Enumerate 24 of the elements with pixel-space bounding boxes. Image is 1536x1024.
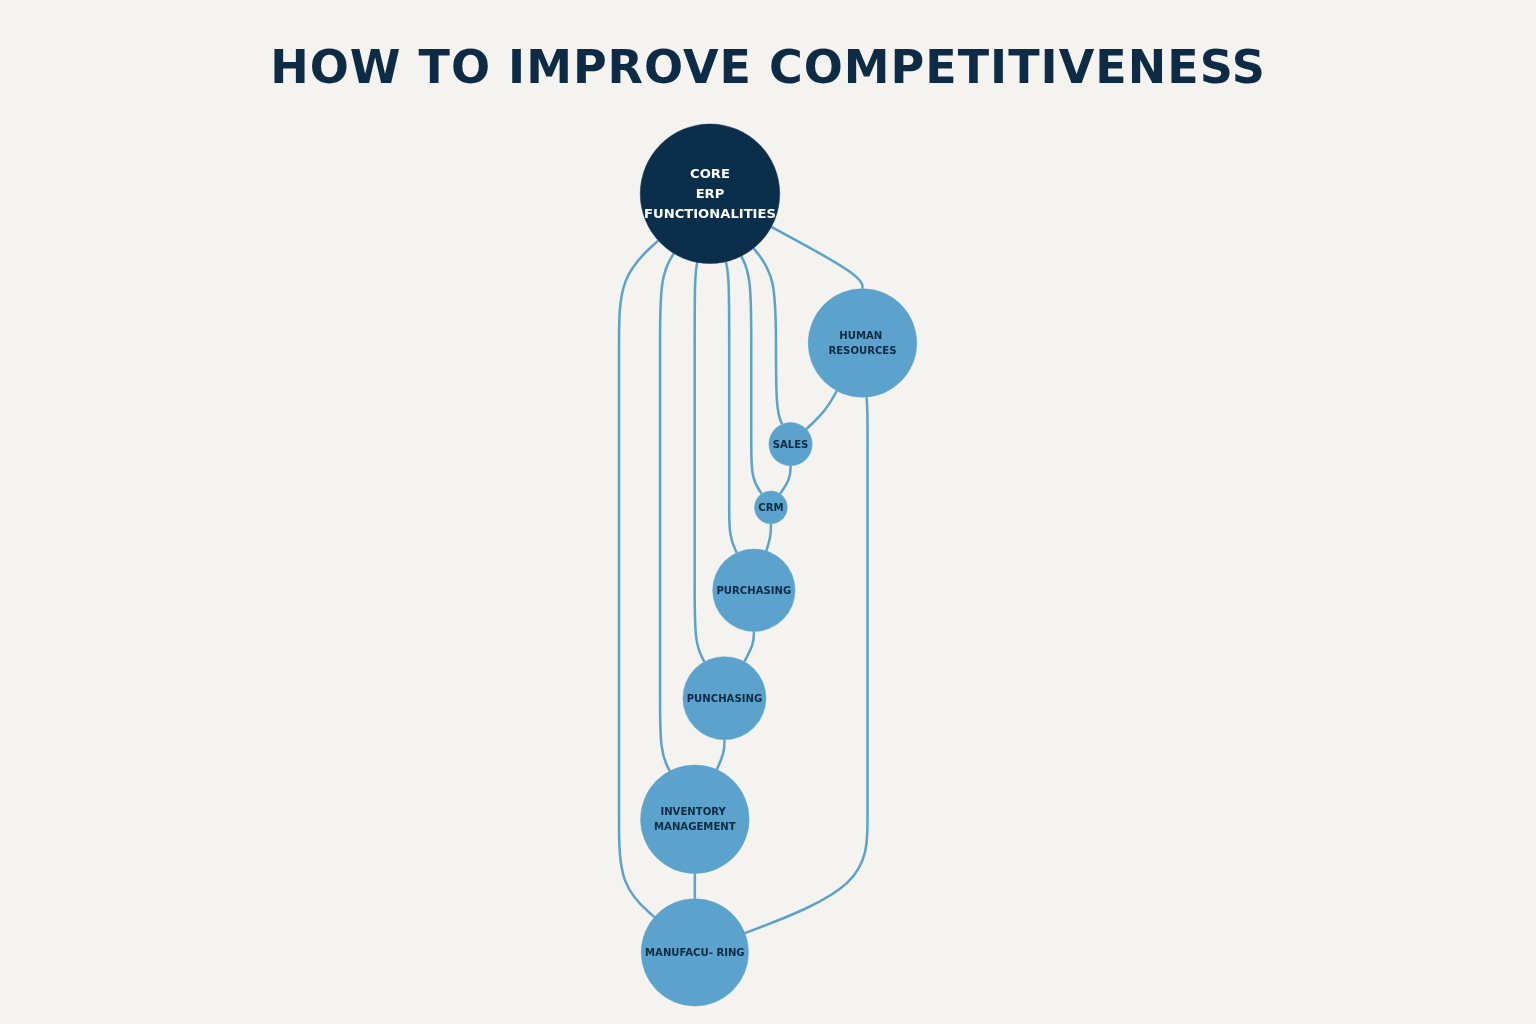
connector: [770, 225, 864, 289]
node-circle: [682, 656, 767, 740]
node-circle: [808, 288, 918, 398]
connector: [724, 261, 738, 554]
connector: [744, 397, 869, 935]
diagram: CORE ERP FUNCTIONALITIES HUMAN RESOURCES SALES CRM PURCHASING PUNCHASING INVENTORY MANAGEMENT MANUFACU- RING: [465, 120, 1071, 1010]
node-circle: [754, 490, 788, 525]
connector: [693, 873, 697, 899]
connector: [743, 631, 756, 663]
connector: [740, 255, 763, 495]
title: HOW TO IMPROVE COMPETITIVENESS: [269, 40, 1267, 94]
connector: [805, 390, 838, 431]
node-circle: [640, 764, 750, 874]
connector: [752, 247, 784, 425]
connector: [765, 523, 773, 552]
connector: [617, 239, 660, 919]
connector: [779, 465, 792, 495]
connector: [693, 262, 706, 663]
node-circle: [768, 422, 813, 466]
node-circle: [641, 898, 749, 1007]
node-circle: [712, 548, 796, 632]
node-circle: [640, 123, 781, 264]
connector: [715, 739, 726, 771]
connector: [658, 252, 675, 772]
